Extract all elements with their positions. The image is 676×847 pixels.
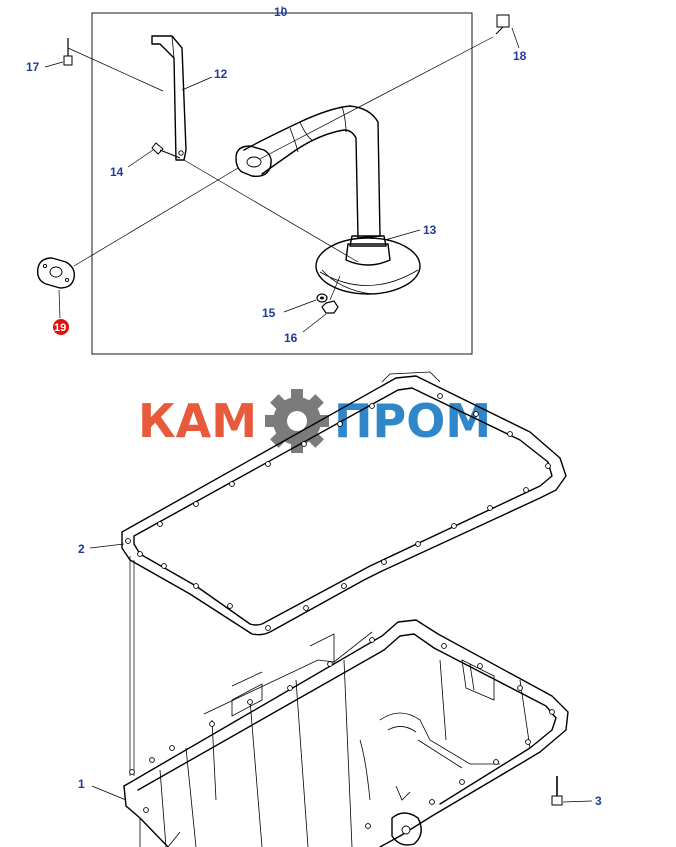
bolt-part-17[interactable] bbox=[63, 38, 73, 66]
callout-10[interactable]: 10 bbox=[274, 5, 288, 19]
gasket-bolt-holes bbox=[125, 393, 551, 631]
gear-icon bbox=[265, 389, 329, 453]
callout-19-badge[interactable]: 19 bbox=[53, 319, 69, 335]
washer-part-15[interactable] bbox=[316, 293, 328, 303]
group-box bbox=[91, 12, 473, 355]
callout-13[interactable]: 13 bbox=[423, 223, 437, 237]
callout-2[interactable]: 2 bbox=[78, 542, 85, 556]
callout-3[interactable]: 3 bbox=[595, 794, 602, 808]
bolt-part-18[interactable] bbox=[495, 14, 510, 35]
callout-18[interactable]: 18 bbox=[513, 49, 527, 63]
callout-17[interactable]: 17 bbox=[26, 60, 40, 74]
callout-16[interactable]: 16 bbox=[284, 331, 298, 345]
bolt-part-14[interactable] bbox=[151, 142, 181, 159]
gasket-part-2[interactable] bbox=[121, 371, 567, 636]
logo-right-text: ПРОМ bbox=[334, 394, 491, 448]
callout-15[interactable]: 15 bbox=[262, 306, 276, 320]
nut-part-16[interactable] bbox=[321, 300, 339, 314]
callout-1[interactable]: 1 bbox=[78, 777, 85, 791]
callout-14[interactable]: 14 bbox=[110, 165, 124, 179]
gasket-part-19[interactable] bbox=[36, 257, 76, 289]
bolt-part-3[interactable] bbox=[551, 776, 563, 806]
bracket-part-12[interactable] bbox=[151, 35, 187, 161]
oil-pan-part-1[interactable] bbox=[123, 619, 569, 847]
logo-left-text: КАМ bbox=[138, 394, 257, 448]
callout-19: 19 bbox=[54, 322, 66, 334]
kamprom-logo: КАМ ПРОМ bbox=[138, 389, 491, 453]
strainer-tube-part-13[interactable] bbox=[235, 105, 421, 295]
pan-bolt-holes bbox=[129, 637, 555, 829]
callout-12[interactable]: 12 bbox=[214, 67, 228, 81]
